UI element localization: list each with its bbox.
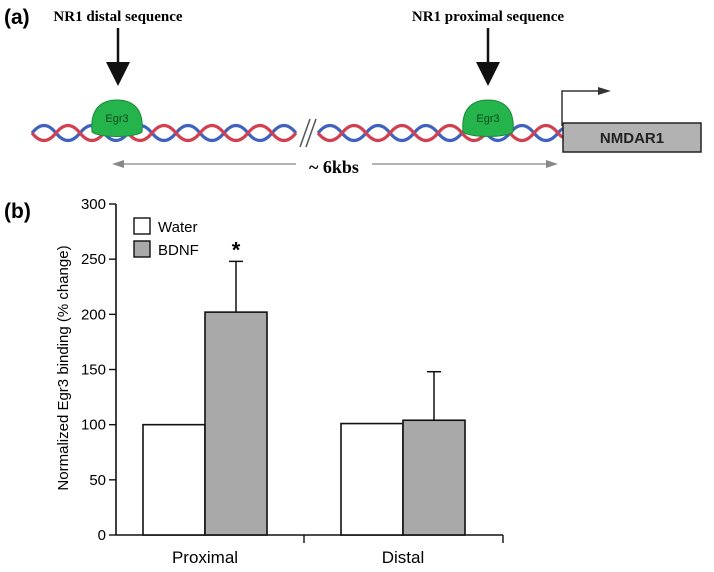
distance-label: ~ 6kbs	[309, 157, 359, 177]
dna-helix	[30, 118, 569, 148]
y-tick-label-200: 200	[81, 306, 106, 323]
egr3-distal-label: Egr3	[105, 113, 128, 125]
significance-marker-0: *	[232, 237, 241, 262]
bar-bdnf-distal	[402, 419, 466, 536]
y-tick-label-250: 250	[81, 251, 106, 268]
y-tick-label-50: 50	[89, 472, 106, 489]
y-tick-label-150: 150	[81, 362, 106, 379]
distal-sequence-label: NR1 distal sequence	[53, 9, 183, 25]
proximal-sequence-label: NR1 proximal sequence	[412, 9, 565, 25]
egr3-proximal-shape	[462, 99, 514, 137]
dna-strand-red-left	[30, 123, 298, 143]
proximal-arrow-head	[476, 62, 500, 86]
egr3-protein-distal: Egr3	[91, 99, 143, 137]
nmdar1-gene-label: NMDAR1	[600, 130, 664, 147]
x-tick-label-distal: Distal	[382, 548, 425, 567]
dna-break-mark-2	[305, 118, 317, 148]
bar-water-distal	[340, 422, 404, 536]
nmdar1-gene-box	[562, 122, 702, 153]
dna-strand-blue-left	[30, 123, 298, 143]
panel-b-label: (b)	[4, 200, 31, 223]
legend-swatch-bdnf	[133, 240, 151, 258]
egr3-protein-proximal: Egr3	[462, 99, 514, 137]
x-tick-label-proximal: Proximal	[172, 548, 238, 567]
panel-a: (a) NR1 distal sequence NR1 proximal seq…	[4, 6, 702, 177]
distal-arrow-head	[106, 62, 130, 86]
bar-water-proximal	[142, 423, 206, 536]
bar-bdnf-proximal	[204, 311, 268, 536]
tss-arrow-line	[561, 90, 600, 126]
panel-a-label: (a)	[4, 6, 30, 29]
panel-b: (b) Normalized Egr3 binding (% change) 0…	[4, 196, 504, 567]
egr3-distal-shape	[91, 99, 143, 137]
dna-strand-blue-right	[316, 123, 569, 143]
dna-strand-red-right	[316, 123, 569, 143]
dna-break-mark-1	[299, 118, 311, 148]
y-tick-label-100: 100	[81, 417, 106, 434]
legend-swatch-water	[133, 217, 151, 235]
distance-arrowhead-right	[546, 160, 558, 168]
y-tick-label-0: 0	[98, 527, 106, 544]
distance-arrowhead-left	[112, 160, 124, 168]
egr3-proximal-label: Egr3	[476, 113, 499, 125]
y-axis-title: Normalized Egr3 binding (% change)	[55, 245, 72, 490]
tss-arrow-head	[598, 87, 611, 95]
legend-label-water: Water	[158, 219, 197, 236]
y-tick-label-300: 300	[81, 196, 106, 213]
legend-label-bdnf: BDNF	[158, 242, 199, 259]
